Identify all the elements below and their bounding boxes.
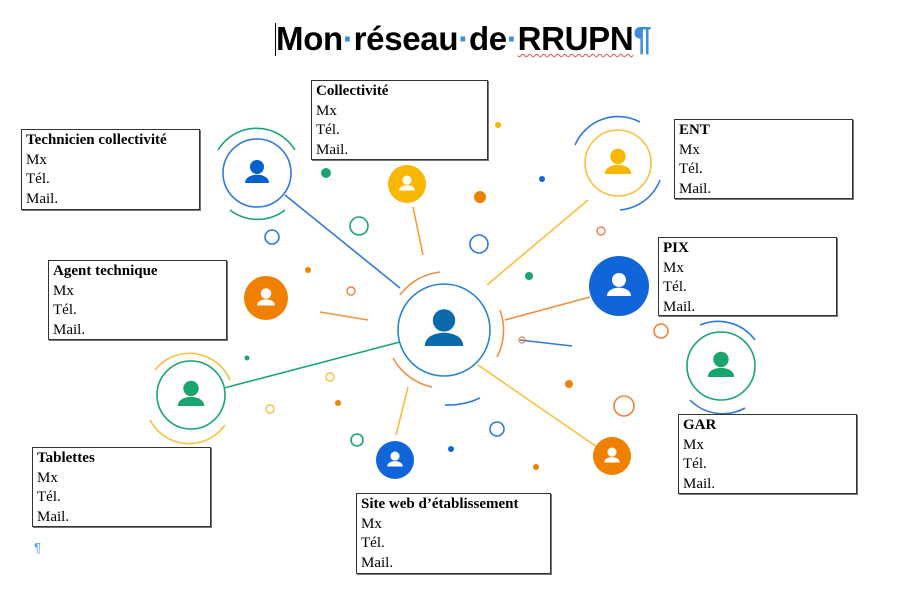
link-agent [319, 311, 369, 321]
paragraph-mark: ¶ [633, 20, 652, 57]
contact-mail: Mail. [37, 508, 70, 525]
contact-mx: Mx [679, 141, 700, 158]
spellcheck-underlined-word: RRUPN [517, 20, 634, 57]
contact-mail: Mail. [683, 475, 716, 492]
node-tablettes [149, 352, 231, 445]
page-title[interactable]: Mon·réseau·de·RRUPN¶ [276, 20, 652, 57]
contact-card-agent-technique[interactable]: Agent technique Mx Tél. Mail. [48, 260, 227, 340]
contact-tel: Tél. [679, 161, 703, 177]
contact-tel: Tél. [663, 279, 687, 295]
contact-mx: Mx [683, 436, 704, 453]
link-orange-node [477, 364, 598, 448]
contact-mx: Mx [361, 515, 382, 532]
contact-name: ENT [679, 122, 710, 138]
contact-mail: Mail. [26, 190, 59, 207]
contact-tel: Tél. [361, 535, 385, 551]
contact-mail: Mail. [53, 321, 86, 338]
contact-tel: Tél. [53, 302, 77, 318]
node-siteweb [376, 441, 414, 479]
contact-mail: Mail. [316, 141, 349, 158]
contact-card-site-web[interactable]: Site web d’établissement Mx Tél. Mail. [356, 493, 551, 574]
link-siteweb [395, 386, 409, 436]
text-cursor [275, 23, 276, 56]
link-collectivite [412, 206, 424, 256]
link-technicien [284, 194, 401, 289]
connector-lines [223, 194, 598, 448]
contact-card-ent[interactable]: ENT Mx Tél. Mail. [674, 119, 853, 199]
contact-name: Collectivité [316, 83, 389, 99]
contact-card-tablettes[interactable]: Tablettes Mx Tél. Mail. [32, 447, 211, 527]
contact-name: Site web d’établissement [361, 496, 519, 512]
node-technicien [217, 127, 296, 221]
node-collectivite [388, 165, 426, 203]
contact-mail: Mail. [679, 180, 712, 197]
contact-name: PIX [663, 240, 689, 256]
link-tablettes [223, 341, 401, 389]
decorative-dots [244, 122, 669, 470]
contact-mx: Mx [26, 151, 47, 168]
contact-name: Tablettes [37, 450, 95, 466]
node-pix [589, 256, 649, 316]
contact-tel: Tél. [316, 122, 340, 138]
contact-mx: Mx [53, 282, 74, 299]
contact-name: Agent technique [53, 263, 158, 279]
link-ent [486, 199, 589, 286]
contact-name: Technicien collectivité [26, 132, 167, 148]
contact-card-collectivite[interactable]: Collectivité Mx Tél. Mail. [311, 80, 488, 160]
contact-tel: Tél. [26, 171, 50, 187]
contact-card-gar[interactable]: GAR Mx Tél. Mail. [678, 414, 857, 494]
contact-card-technicien-collectivite[interactable]: Technicien collectivité Mx Tél. Mail. [21, 129, 200, 210]
node-orange [593, 437, 631, 475]
contact-tel: Tél. [683, 456, 707, 472]
node-ent [574, 115, 661, 211]
contact-mx: Mx [37, 469, 58, 486]
contact-tel: Tél. [37, 489, 61, 505]
paragraph-mark: ¶ [34, 540, 41, 555]
contact-mail: Mail. [361, 554, 394, 571]
node-gar [686, 320, 756, 415]
node-agent [244, 276, 288, 320]
link-pix [504, 296, 591, 321]
contact-mail: Mail. [663, 298, 696, 315]
central-node [392, 271, 505, 406]
contact-card-pix[interactable]: PIX Mx Tél. Mail. [658, 237, 837, 316]
contact-mx: Mx [663, 259, 684, 276]
contact-mx: Mx [316, 102, 337, 119]
contact-name: GAR [683, 417, 717, 433]
